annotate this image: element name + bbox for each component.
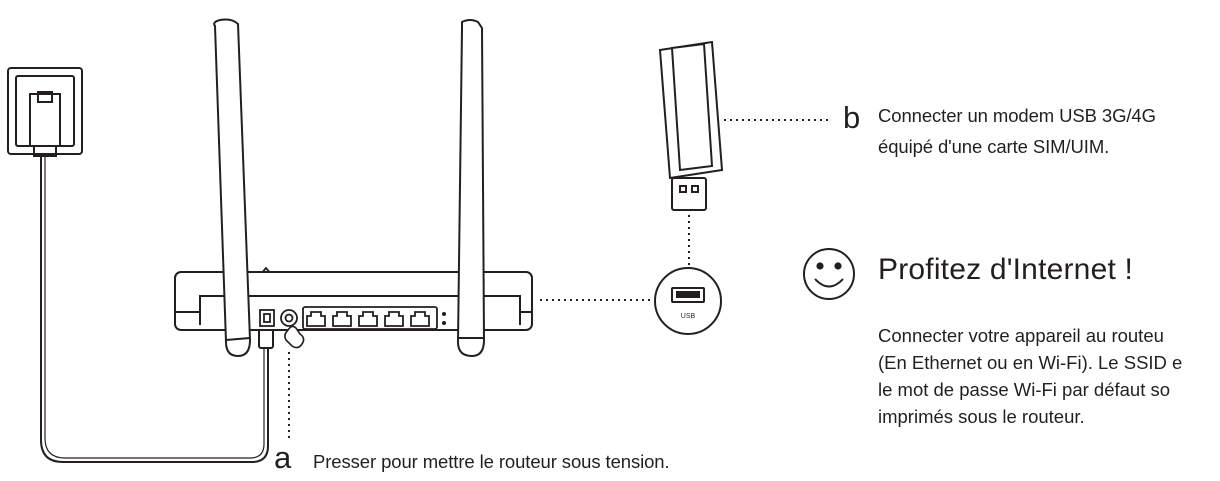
power-button: [280, 309, 298, 327]
step-a-text: Presser pour mettre le routeur sous tens…: [313, 451, 670, 472]
usb-modem-icon: [658, 40, 724, 211]
enjoy-line-2: (En Ethernet ou en Wi-Fi). Le SSID e: [878, 352, 1183, 373]
power-cable: [40, 157, 269, 463]
ethernet-ports: [302, 306, 438, 330]
router-leds: [442, 312, 446, 325]
power-port: [259, 309, 275, 327]
antenna-right: [456, 19, 486, 358]
enjoy-line-4: imprimés sous le routeur.: [878, 406, 1085, 427]
hand-pointer-icon: [284, 325, 305, 349]
smiley-icon: [803, 248, 855, 300]
antenna-left: [213, 18, 252, 358]
step-a-letter: a: [274, 440, 292, 475]
usb-port-label: USB: [681, 313, 696, 320]
step-b-letter: b: [843, 100, 861, 135]
enjoy-line-1: Connecter votre appareil au routeu: [878, 325, 1164, 346]
step-b-line-2: équipé d'une carte SIM/UIM.: [878, 136, 1110, 157]
enjoy-line-3: le mot de passe Wi-Fi par défaut so: [878, 379, 1171, 400]
enjoy-heading: Profitez d'Internet !: [878, 253, 1134, 286]
step-b-line-1: Connecter un modem USB 3G/4G: [878, 105, 1156, 126]
power-outlet-icon: [7, 67, 83, 157]
usb-port-icon: [654, 267, 722, 335]
